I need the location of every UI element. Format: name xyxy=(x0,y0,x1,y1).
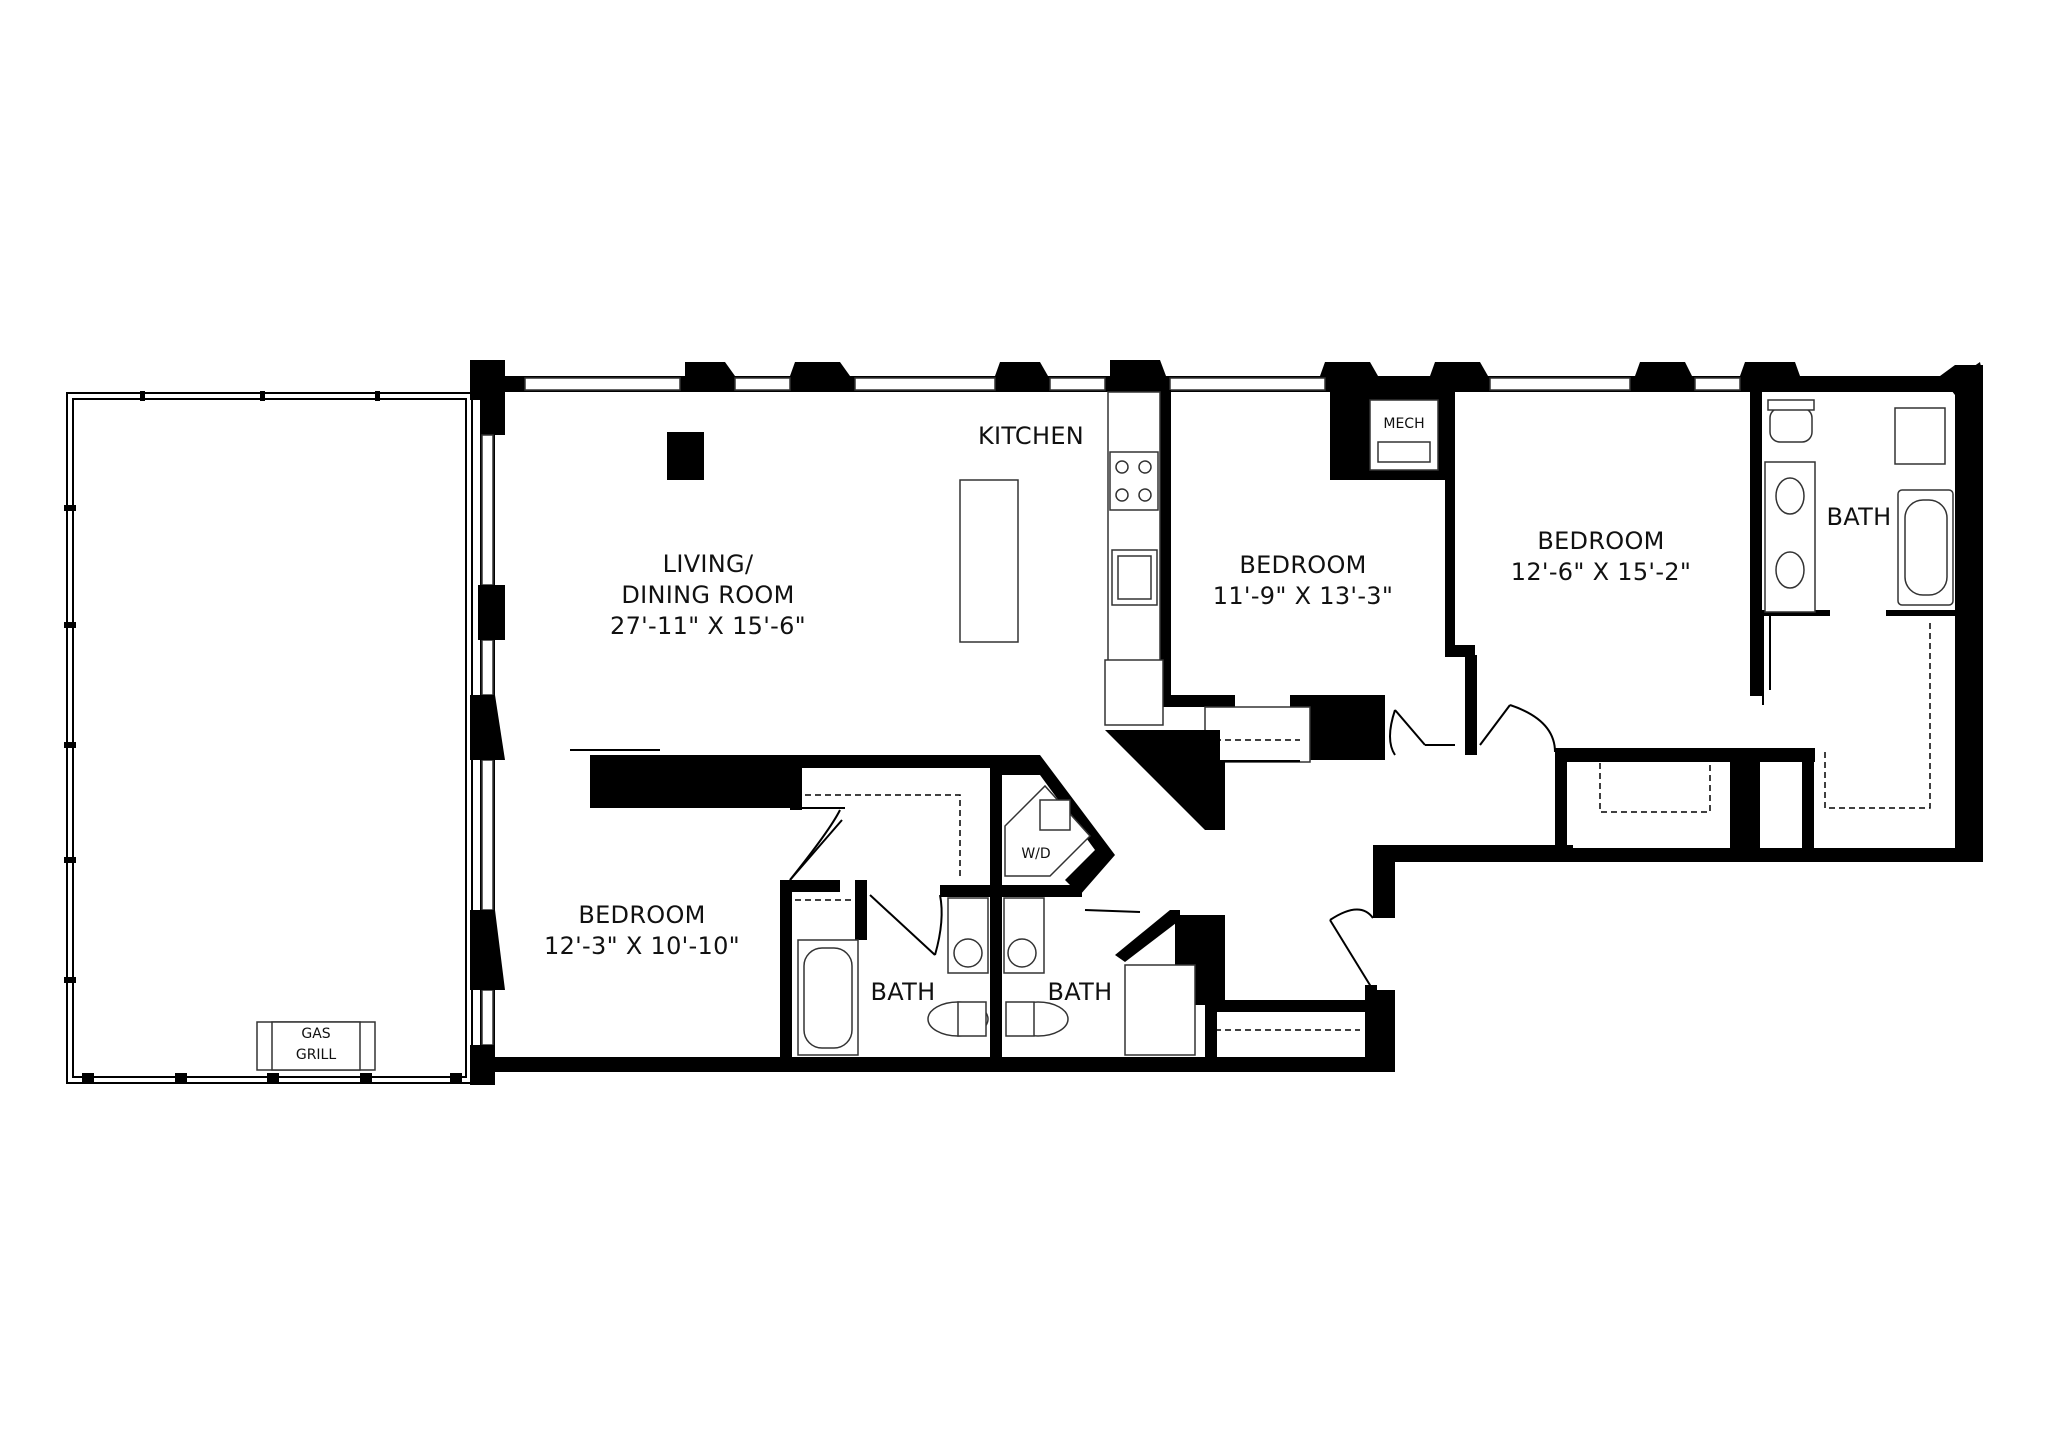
bath-left-label: BATH xyxy=(871,978,936,1006)
living-label-1: LIVING/ xyxy=(663,550,754,578)
bedroom-center-dims: 11'-9" X 13'-3" xyxy=(1213,582,1393,610)
bedroom-right-label: BEDROOM xyxy=(1537,527,1664,555)
mech-closet: MECH xyxy=(1330,376,1445,480)
column xyxy=(667,432,704,480)
kitchen-island xyxy=(959,479,1019,643)
bedroom-left-dims: 12'-3" X 10'-10" xyxy=(544,932,740,960)
cooktop xyxy=(1109,451,1159,511)
room-labels: KITCHEN LIVING/ DINING ROOM 27'-11" X 15… xyxy=(544,422,1891,1006)
svg-text:W/D: W/D xyxy=(1021,846,1050,862)
doors xyxy=(570,615,1771,991)
svg-text:MECH: MECH xyxy=(1383,416,1424,432)
living-label-2: DINING ROOM xyxy=(621,581,794,609)
washer-dryer: W/D xyxy=(1004,784,1092,877)
kitchen xyxy=(667,391,1164,726)
living-dims: 27'-11" X 15'-6" xyxy=(610,612,806,640)
svg-text:GAS: GAS xyxy=(301,1026,330,1042)
bath-mid-label: BATH xyxy=(1048,978,1113,1006)
bedroom-right-dims: 12'-6" X 15'-2" xyxy=(1511,558,1691,586)
kitchen-label: KITCHEN xyxy=(978,422,1084,450)
kitchen-sink xyxy=(1111,549,1158,606)
exterior-walls xyxy=(470,360,1983,1085)
bedroom-left-label: BEDROOM xyxy=(578,901,705,929)
svg-text:GRILL: GRILL xyxy=(296,1047,337,1063)
bedroom-center-label: BEDROOM xyxy=(1239,551,1366,579)
interior-walls: MECH xyxy=(590,376,1956,1065)
bath-fixtures: W/D xyxy=(797,399,1954,1056)
gas-grill: GAS GRILL xyxy=(256,1021,376,1071)
bath-right-label: BATH xyxy=(1827,503,1892,531)
terrace: GAS GRILL xyxy=(64,391,473,1084)
